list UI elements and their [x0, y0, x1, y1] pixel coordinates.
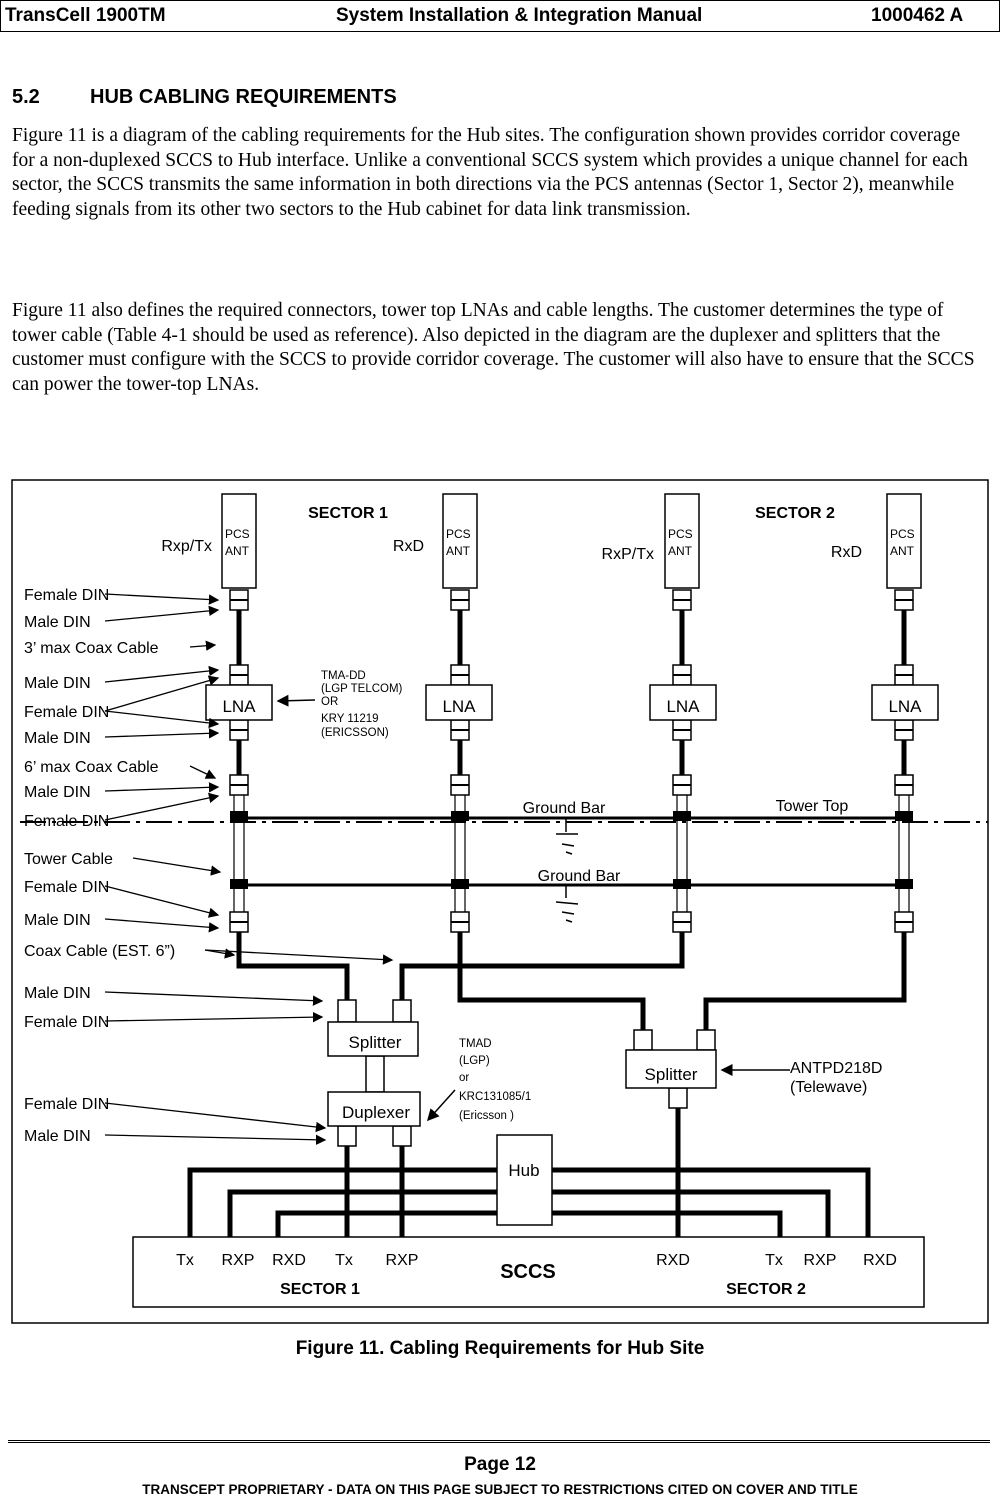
callout-label: Male DIN	[24, 784, 91, 801]
hub-box	[496, 1134, 553, 1226]
callout-label: 6’ max Coax Cable	[24, 759, 159, 776]
sccs-port-label: RXP	[804, 1252, 837, 1269]
diagram-label: or	[459, 1072, 469, 1084]
diagram-label: RxD	[393, 538, 424, 555]
paragraph-1: Figure 11 is a diagram of the cabling re…	[12, 125, 968, 220]
diagram-label: SCCS	[500, 1261, 556, 1283]
pcs-antenna	[442, 493, 478, 589]
diagram-label: KRY 11219	[321, 713, 379, 725]
diagram-label: (Ericsson )	[459, 1110, 514, 1122]
callout-label: Female DIN	[24, 879, 109, 896]
duplexer	[327, 1091, 421, 1127]
diagram-label: Splitter	[349, 1033, 402, 1052]
diagram-label: (ERICSSON)	[321, 727, 389, 739]
callout-label: 3’ max Coax Cable	[24, 640, 159, 657]
paragraph-2: Figure 11 also defines the required conn…	[12, 300, 975, 395]
callout-label: Male DIN	[24, 1128, 91, 1145]
callout-label: Female DIN	[24, 587, 109, 604]
callout-label: Female DIN	[24, 1014, 109, 1031]
header-doc-number: 1000462 A	[871, 5, 964, 26]
ground-symbol-icon	[555, 818, 579, 923]
diagram-label: PCS	[668, 527, 693, 541]
diagram-label: PCS	[446, 527, 471, 541]
diagram-label: (Telewave)	[790, 1079, 867, 1096]
diagram-label: SECTOR 2	[755, 505, 835, 522]
pcs-antenna	[664, 493, 700, 589]
sccs-port-label: RXP	[222, 1252, 255, 1269]
diagram-label: PCS	[225, 527, 250, 541]
sccs-port-label: RXD	[863, 1252, 897, 1269]
proprietary-notice: TRANSCEPT PROPRIETARY - DATA ON THIS PAG…	[142, 1482, 858, 1497]
sccs-port-label: RXD	[656, 1252, 690, 1269]
diagram-label: ANT	[225, 544, 250, 558]
sccs-port-label: Tx	[176, 1252, 194, 1269]
diagram-label: Splitter	[645, 1065, 698, 1084]
antenna-column: PCS ANT RxD LNA	[831, 493, 939, 933]
diagram-label: ANT	[446, 544, 471, 558]
diagram-label: TMAD	[459, 1038, 492, 1050]
diagram-label: LNA	[442, 697, 476, 716]
lna-box	[871, 684, 939, 721]
diagram-label: SECTOR 2	[726, 1281, 806, 1298]
callout-label: Female DIN	[24, 813, 109, 830]
diagram-label: SECTOR 1	[308, 505, 388, 522]
diagram-label: SECTOR 1	[280, 1281, 360, 1298]
diagram-label: Ground Bar	[538, 868, 621, 885]
diagram-label: ANT	[890, 544, 915, 558]
diagram-label: PCS	[890, 527, 915, 541]
callout-label: Male DIN	[24, 730, 91, 747]
diagram-label: OR	[321, 696, 338, 708]
sccs-port-label: RXP	[386, 1252, 419, 1269]
header-manual: System Installation & Integration Manual	[336, 5, 703, 26]
sccs-port-label: Tx	[335, 1252, 353, 1269]
diagram-label: RxP/Tx	[602, 546, 654, 563]
sccs-port-label: Tx	[765, 1252, 783, 1269]
callout-label: Female DIN	[24, 704, 109, 721]
callout-label: Male DIN	[24, 912, 91, 929]
diagram-label: LNA	[888, 697, 922, 716]
diagram-label: KRC131085/1	[459, 1091, 531, 1103]
lna-box	[205, 684, 273, 721]
diagram-label: LNA	[222, 697, 256, 716]
callout-label: Tower Cable	[24, 851, 113, 868]
splitter-1	[327, 1021, 419, 1057]
diagram-label: ANTPD218D	[790, 1060, 882, 1077]
diagram-label: TMA-DD	[321, 670, 366, 682]
antenna-column: PCS ANT RxD LNA	[393, 493, 493, 933]
diagram-label: LNA	[666, 697, 700, 716]
sccs-box	[132, 1236, 925, 1308]
splitter-2	[625, 1049, 717, 1089]
diagram-label: RxD	[831, 544, 862, 561]
figure-caption: Figure 11. Cabling Requirements for Hub …	[295, 1338, 705, 1359]
diagram-label: Duplexer	[342, 1103, 410, 1122]
pcs-antenna	[221, 493, 257, 589]
diagram-label: (LGP)	[459, 1055, 490, 1067]
diagram-label: Ground Bar	[523, 800, 606, 817]
page-number: Page 12	[464, 1454, 536, 1475]
callout-label: Male DIN	[24, 985, 91, 1002]
callout-label: Male DIN	[24, 614, 91, 631]
callout-label: Coax Cable (EST. 6”)	[24, 943, 175, 960]
callout-label: Male DIN	[24, 675, 91, 692]
diagram-label: ANT	[668, 544, 693, 558]
pcs-antenna	[886, 493, 922, 589]
page-header: TransCell 1900TM System Installation & I…	[0, 0, 1000, 32]
lna-box	[425, 684, 493, 721]
lna-box	[649, 684, 717, 721]
diagram-label: (LGP TELCOM)	[321, 683, 403, 695]
header-product: TransCell 1900TM	[5, 5, 166, 26]
diagram-label: Rxp/Tx	[161, 538, 212, 555]
callout-label: Female DIN	[24, 1096, 109, 1113]
diagram-label: Tower Top	[776, 798, 849, 815]
sccs-port-label: RXD	[272, 1252, 306, 1269]
diagram-label: Hub	[508, 1161, 539, 1180]
footer-divider	[8, 1440, 990, 1443]
